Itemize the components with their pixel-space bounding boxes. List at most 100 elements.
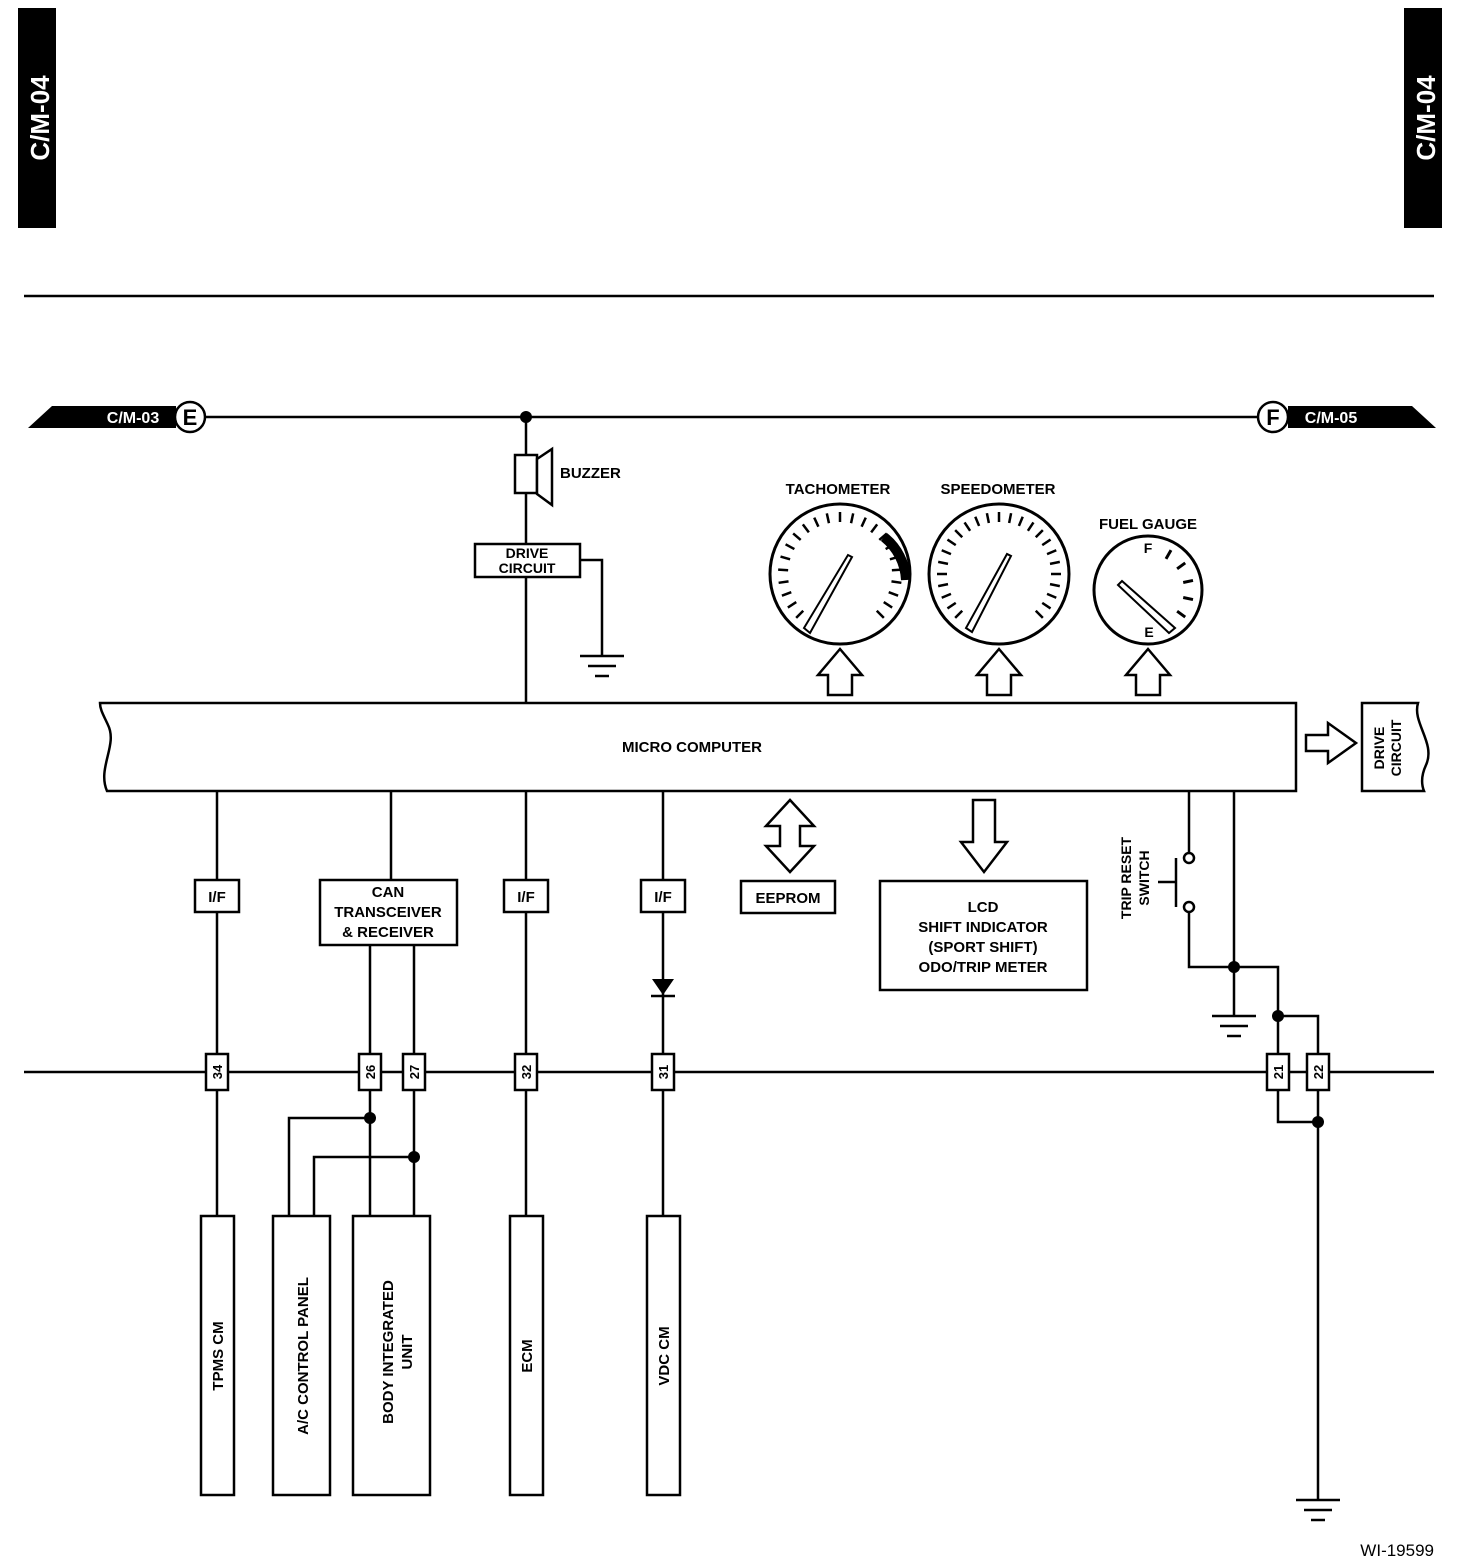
arrow-right-icon: [1304, 720, 1359, 766]
tachometer-label: TACHOMETER: [786, 481, 891, 498]
lcd-line2: SHIFT INDICATOR: [918, 919, 1048, 936]
gauge-tick: [1041, 538, 1052, 547]
body-unit-line2: UNIT: [399, 1335, 416, 1370]
can-line2: TRANSCEIVER: [334, 904, 442, 921]
wire-ac-can-l: [312, 1155, 414, 1216]
gauge-tick: [1034, 609, 1044, 619]
double-arrow-icon: [763, 798, 817, 874]
body-unit-line1: BODY INTEGRATED: [380, 1280, 397, 1424]
can-transceiver-box: [318, 878, 459, 947]
pin-number: 32: [519, 1065, 534, 1079]
gauge-tick: [1046, 549, 1057, 556]
interface-label: I/F: [517, 889, 535, 906]
gauge-tick: [801, 523, 810, 534]
pin-number: 27: [407, 1065, 422, 1079]
gauge-tick: [1041, 601, 1052, 610]
gauge-tick: [787, 601, 797, 609]
gauge-tick: [954, 529, 964, 539]
pin-32: 32: [513, 1052, 539, 1092]
fuel-empty-mark: E: [1144, 624, 1153, 640]
page-tab-right: C/M-04: [1404, 8, 1442, 228]
gauge-tick: [813, 517, 820, 528]
pin-27: 27: [401, 1052, 427, 1092]
gauge-tick: [1007, 512, 1013, 524]
gauge-tick: [941, 592, 952, 599]
interface-label: I/F: [654, 889, 672, 906]
gauge-tick: [1049, 560, 1061, 566]
wire-ac-can-h: [287, 1116, 370, 1216]
gauge-tick: [792, 532, 802, 541]
gauge-tick: [781, 591, 792, 597]
arrow-up-icon: [974, 647, 1024, 697]
gauge-tick: [870, 523, 879, 534]
gauge-tick: [946, 601, 957, 610]
can-line3: & RECEIVER: [342, 924, 434, 941]
pin-26: 26: [357, 1052, 383, 1092]
gauge-tick: [963, 521, 972, 532]
micro-computer-box: [98, 701, 1298, 793]
gauge-tick: [954, 609, 964, 619]
gauge-tick: [974, 516, 981, 527]
pin-31: 31: [650, 1052, 676, 1092]
lcd-line1: LCD: [968, 899, 999, 916]
vdc-module-box: [645, 1214, 682, 1497]
pin-number: 34: [210, 1064, 225, 1079]
gauge-tick: [1176, 561, 1187, 571]
body-integrated-unit-box: [351, 1214, 432, 1497]
ac-panel-label: A/C CONTROL PANEL: [295, 1277, 312, 1435]
gauge-tick: [825, 513, 831, 524]
pin-number: 21: [1271, 1065, 1286, 1079]
lcd-box: [878, 879, 1089, 992]
drive-circuit-ground-wire: [580, 558, 604, 656]
connector-left-label: C/M-03: [107, 410, 160, 427]
ac-panel-box: [271, 1214, 332, 1497]
tpms-module-label: TPMS CM: [210, 1321, 227, 1390]
lcd-line4: ODO/TRIP METER: [919, 959, 1048, 976]
pin-number: 31: [656, 1065, 671, 1079]
gauge-tick: [1176, 609, 1187, 619]
gauge-tick: [883, 601, 893, 609]
page-tab-right-label: C/M-04: [1411, 75, 1441, 161]
speedometer-label: SPEEDOMETER: [940, 481, 1055, 498]
micro-computer-label: MICRO COMPUTER: [622, 739, 762, 756]
can-line1: CAN: [372, 884, 405, 901]
pin-number: 22: [1311, 1065, 1326, 1079]
figure-id: WI-19599: [1360, 1541, 1434, 1560]
drive-circuit-line1: DRIVE: [506, 545, 549, 561]
buzzer-icon: [513, 417, 554, 544]
buzzer-label: BUZZER: [560, 465, 621, 482]
gauge-tick: [941, 549, 952, 556]
arrow-down-icon: [958, 798, 1010, 875]
pin-number: 26: [363, 1065, 378, 1079]
gauge-tick: [888, 591, 899, 597]
drive-circuit-right-line2: CIRCUIT: [1388, 719, 1404, 776]
gauge-tick: [795, 609, 805, 619]
fuel-gauge-label: FUEL GAUGE: [1099, 516, 1197, 533]
gauge-tick: [1046, 592, 1057, 599]
gauge-tick: [784, 543, 795, 551]
connector-right: F C/M-05: [1256, 400, 1436, 434]
interface-box: [193, 878, 241, 914]
interface-box: [639, 878, 687, 914]
gauge-tick: [778, 568, 789, 572]
gauge-tick: [937, 582, 949, 588]
arrow-up-icon: [815, 647, 865, 697]
fuel-full-mark: F: [1144, 540, 1153, 556]
ground-icon: [1296, 1498, 1340, 1522]
drive-circuit-line2: CIRCUIT: [499, 560, 556, 576]
pin-21: 21: [1265, 1052, 1291, 1092]
junction-dot: [1312, 1116, 1324, 1128]
trip-reset-line1: TRIP RESET: [1118, 836, 1134, 919]
gauge-tick: [946, 538, 957, 547]
gauge-tick: [1182, 578, 1194, 584]
connector-right-label: C/M-05: [1305, 410, 1358, 427]
pin-22: 22: [1305, 1052, 1331, 1092]
tpms-module-box: [199, 1214, 236, 1497]
interface-box: [502, 878, 550, 914]
trip-reset-switch-icon: [1158, 791, 1234, 969]
gauge-tick: [1164, 549, 1173, 560]
ground-icon: [580, 654, 624, 678]
ecm-module-box: [508, 1214, 545, 1497]
gauge-tick: [891, 580, 902, 585]
eeprom-label: EEPROM: [755, 890, 820, 907]
